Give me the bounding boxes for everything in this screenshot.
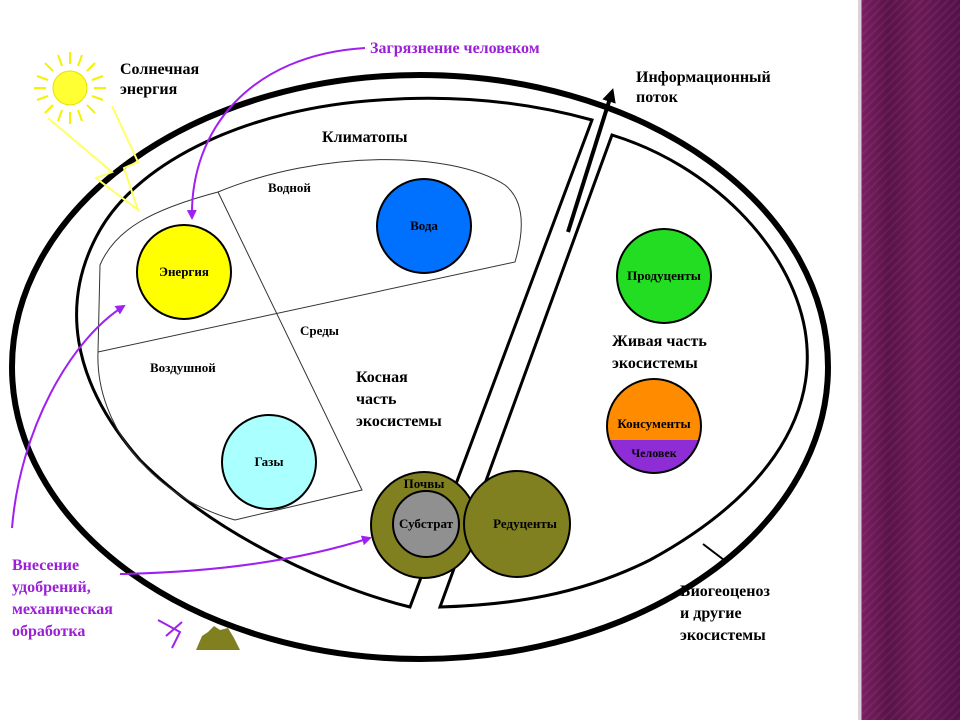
hoe-icon: [157, 619, 183, 649]
water-env-label: Водной: [268, 180, 311, 195]
biogeo-label-3: экосистемы: [680, 627, 766, 644]
inner-ecosystem-ellipse: [22, 85, 818, 649]
sun-icon: [34, 52, 106, 124]
fertilizer-arrow-bottom: [119, 535, 372, 575]
fertilizer-label-3: механическая: [12, 601, 113, 618]
fertilizer-label-4: обработка: [12, 623, 85, 640]
climatope-water-sector: [97, 159, 522, 353]
inert-part-label-1: Косная: [356, 369, 408, 386]
biogeo-pointer-line: [702, 543, 725, 561]
climatope-air-sector: [97, 191, 363, 521]
diagram-canvas: Солнечная энергия Загрязнение человеком …: [9, 40, 831, 662]
environments-label: Среды: [300, 323, 339, 338]
substrate-circle-label: Субстрат: [399, 516, 454, 531]
ecosystem-diagram: Солнечная энергия Загрязнение человеком …: [9, 40, 831, 662]
inert-region-outline: [75, 96, 594, 609]
consumers-circle: [606, 378, 702, 474]
bush-icon: [196, 626, 240, 650]
fertilizer-label-2: удобрений,: [12, 579, 91, 596]
slide-sidebar-decoration: [858, 0, 960, 720]
consumers-circle-label: Консументы: [617, 416, 690, 431]
energy-circle-label: Энергия: [159, 264, 209, 279]
biogeo-label-2: и другие: [680, 605, 742, 622]
living-part-label-2: экосистемы: [612, 355, 698, 372]
fertilizer-label-1: Внесение: [12, 557, 79, 574]
living-part-label-1: Живая часть: [612, 333, 707, 350]
info-flow-arrow: [566, 88, 616, 233]
solar-energy-label-1: Солнечная: [120, 61, 199, 78]
inert-part-label-3: экосистемы: [356, 413, 442, 430]
solar-energy-label-2: энергия: [120, 81, 178, 98]
substrate-circle: [392, 490, 460, 558]
pollution-arrow: [186, 47, 366, 220]
human-segment-label: Человек: [631, 446, 676, 460]
gases-circle-label: Газы: [254, 454, 283, 469]
reducers-circle: [463, 470, 571, 578]
info-flow-label-2: поток: [636, 89, 679, 106]
air-env-label: Воздушной: [150, 360, 216, 375]
soils-circle-label: Почвы: [404, 476, 445, 491]
water-circle: [376, 178, 472, 274]
inert-part-label-2: часть: [356, 391, 397, 408]
sun-ray-bolt-icon: [47, 105, 140, 213]
info-flow-label-1: Информационный: [636, 69, 771, 86]
climatopes-label: Климатопы: [322, 129, 408, 146]
producers-circle-label: Продуценты: [627, 268, 701, 283]
outer-ecosystem-ellipse: [9, 72, 831, 662]
gases-circle: [221, 414, 317, 510]
living-region-outline: [437, 133, 809, 609]
energy-circle: [136, 224, 232, 320]
reducers-circle-label: Редуценты: [493, 516, 557, 531]
biogeo-label-1: Биогеоценоз: [680, 583, 770, 600]
fertilizer-arrow-top: [11, 304, 126, 529]
human-pollution-label: Загрязнение человеком: [370, 40, 540, 57]
water-circle-label: Вода: [410, 218, 438, 233]
producers-circle: [616, 228, 712, 324]
